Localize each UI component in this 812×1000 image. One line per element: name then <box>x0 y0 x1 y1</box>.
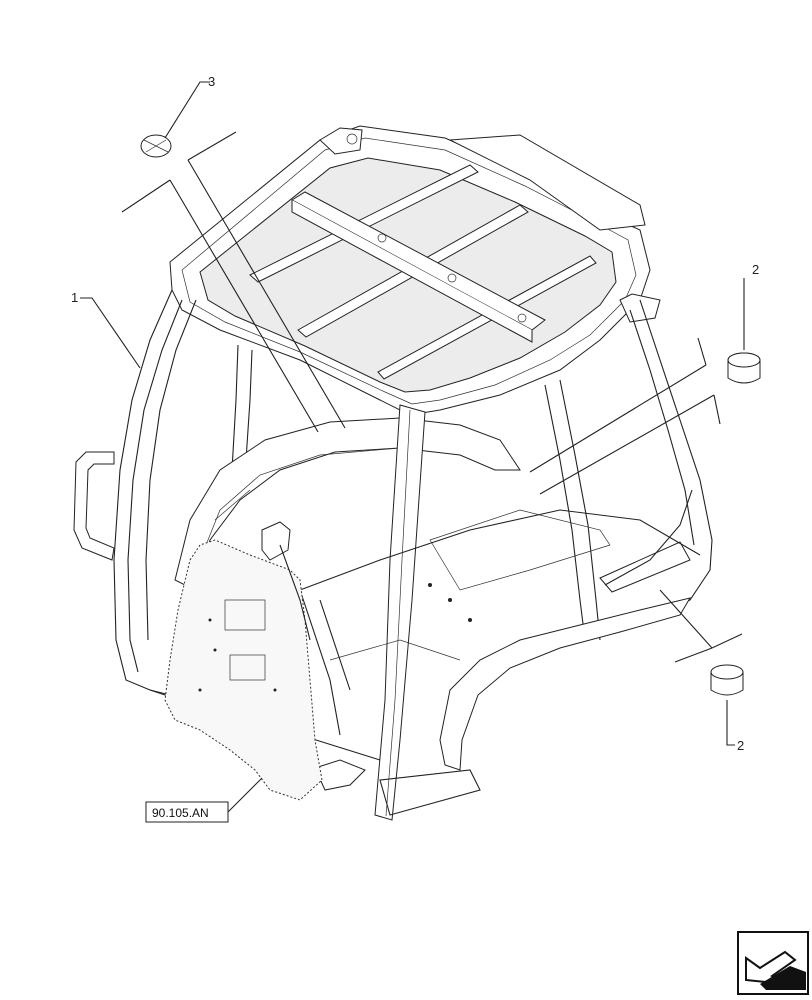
part-3-cap <box>140 81 210 158</box>
callout-2-bottom: 2 <box>737 738 744 753</box>
rear-panel-phantom <box>164 521 323 801</box>
cab-roof <box>169 125 661 416</box>
leader-lines <box>80 131 745 813</box>
left-fender <box>174 417 521 591</box>
arrow-next-page-icon[interactable] <box>737 931 809 995</box>
callout-2-top: 2 <box>752 262 759 277</box>
callout-3: 3 <box>208 74 215 89</box>
part-2-plug-bottom <box>710 664 744 696</box>
reference-label-box[interactable]: 90.105.AN <box>145 801 229 823</box>
cab-right-frame <box>439 299 713 771</box>
part-2-plug-top <box>727 352 761 384</box>
front-pillar <box>374 404 426 821</box>
reference-label[interactable]: 90.105.AN <box>152 806 209 820</box>
callout-1: 1 <box>71 290 78 305</box>
cab-left-frame <box>73 289 253 701</box>
